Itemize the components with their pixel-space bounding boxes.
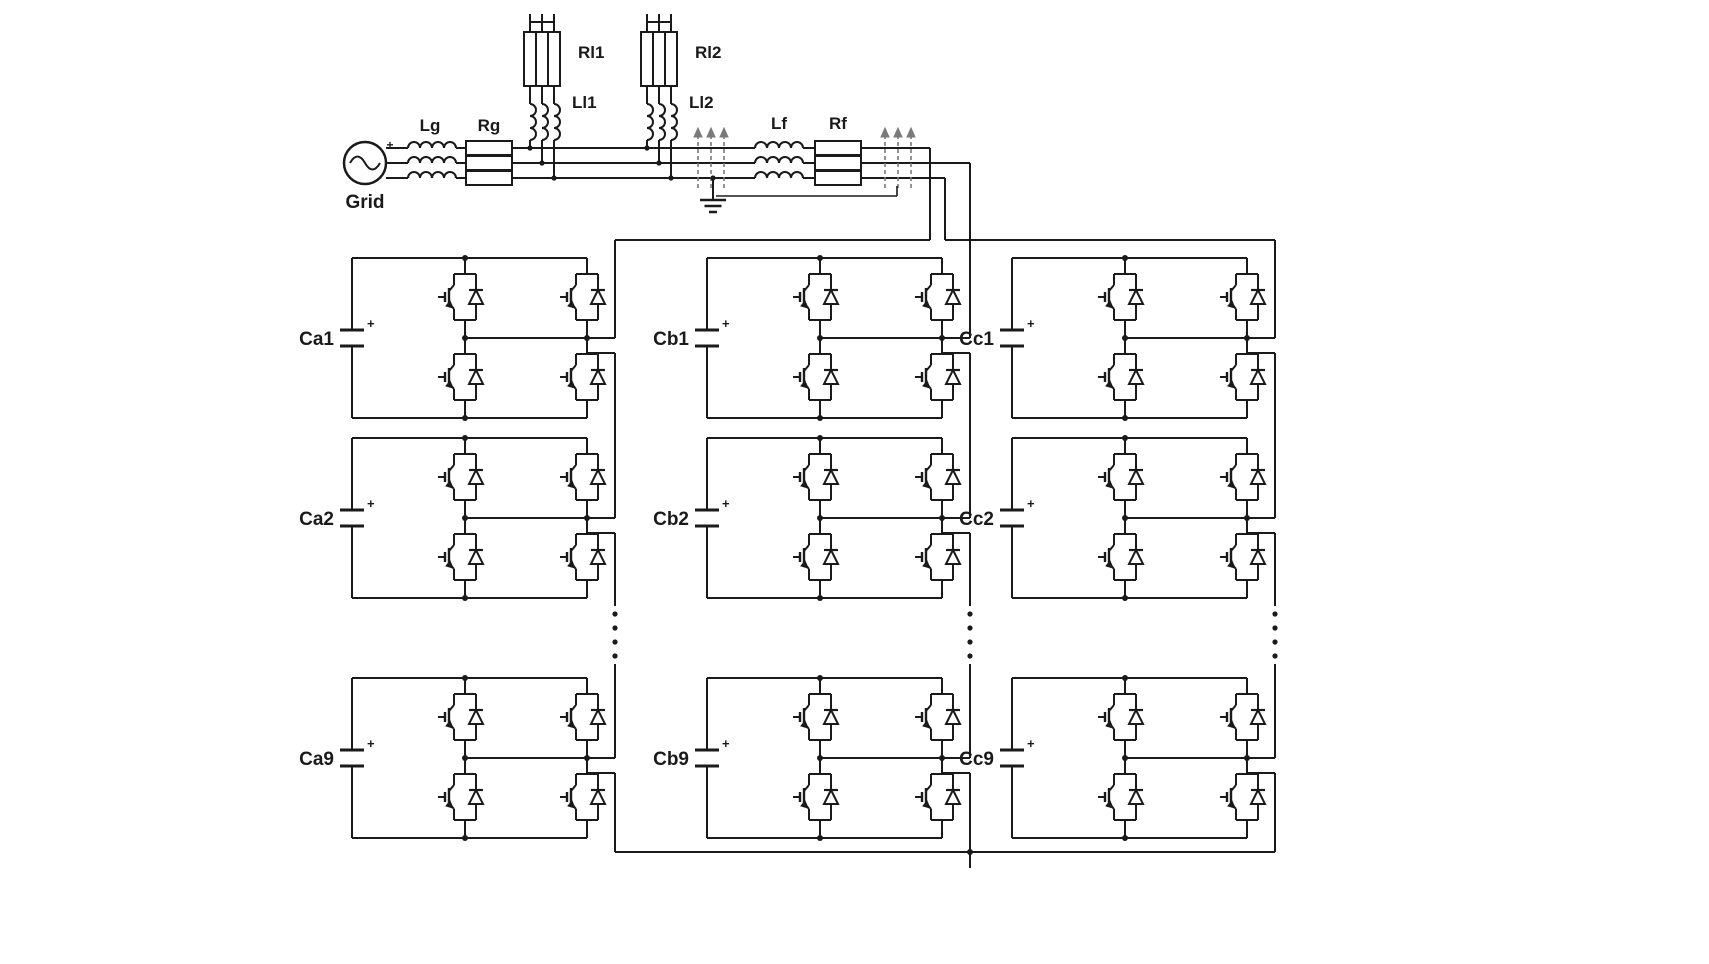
- hbridge-cell-Ca2: + Ca2: [299, 435, 607, 601]
- capacitor-plus: +: [1027, 316, 1035, 331]
- phase-a-chain: [465, 148, 931, 852]
- measurement-arrows-1: [693, 126, 729, 188]
- hbridge-cell-Cb2: + Cb2: [653, 435, 962, 601]
- neutral-bus: [615, 849, 1275, 868]
- hbridge-cell-Cb9: + Cb9: [653, 675, 962, 841]
- phase-c-cells: + Cc1 + Cc2 + Cc9: [959, 255, 1267, 841]
- phase-a-cells: + Ca1 + Ca2 + Ca9: [299, 255, 607, 841]
- ground-symbol: [700, 175, 898, 214]
- label-Ll2: Ll2: [689, 93, 714, 112]
- phase-b-chain: [820, 163, 973, 852]
- hbridge-cell-Cc9: + Cc9: [959, 675, 1267, 841]
- label-lg: Lg: [420, 116, 441, 135]
- grid-source: Grid +: [342, 138, 394, 213]
- capacitor-label-Cb9: Cb9: [653, 749, 689, 770]
- hbridge-cell-Cc2: + Cc2: [959, 435, 1267, 601]
- capacitor-plus: +: [722, 736, 730, 751]
- hbridge-cell-Ca1: + Ca1: [299, 255, 607, 421]
- measurement-arrows-2: [880, 126, 916, 188]
- capacitor-label-Cb2: Cb2: [653, 509, 689, 530]
- capacitor-plus: +: [1027, 496, 1035, 511]
- capacitor-plus: +: [722, 496, 730, 511]
- label-Ll1: Ll1: [572, 93, 597, 112]
- capacitor-label-Ca1: Ca1: [299, 329, 334, 350]
- grid-label: Grid: [345, 192, 384, 213]
- label-rg: Rg: [478, 116, 501, 135]
- capacitor-plus: +: [1027, 736, 1035, 751]
- hbridge-cell-Cb1: + Cb1: [653, 255, 962, 421]
- capacitor-plus: +: [367, 496, 375, 511]
- capacitor-plus: +: [722, 316, 730, 331]
- capacitor-label-Cc2: Cc2: [959, 509, 994, 530]
- phase-b-cells: + Cb1 + Cb2 + Cb9: [653, 255, 962, 841]
- label-Rl2: Rl2: [695, 43, 721, 62]
- capacitor-plus: +: [367, 316, 375, 331]
- phase-c-chain: [944, 178, 1278, 852]
- three-phase-lines: Lg Rg Lf Rf: [386, 114, 970, 186]
- capacitor-label-Cc1: Cc1: [959, 329, 994, 350]
- capacitor-label-Ca9: Ca9: [299, 749, 334, 770]
- hbridge-cell-Cc1: + Cc1: [959, 255, 1267, 421]
- label-rf: Rf: [829, 114, 847, 133]
- capacitor-plus: +: [367, 736, 375, 751]
- label-lf: Lf: [771, 114, 787, 133]
- label-Rl1: Rl1: [578, 43, 604, 62]
- capacitor-label-Cb1: Cb1: [653, 329, 689, 350]
- capacitor-label-Ca2: Ca2: [299, 509, 334, 530]
- grid-plus: +: [386, 138, 393, 152]
- capacitor-label-Cc9: Cc9: [959, 749, 994, 770]
